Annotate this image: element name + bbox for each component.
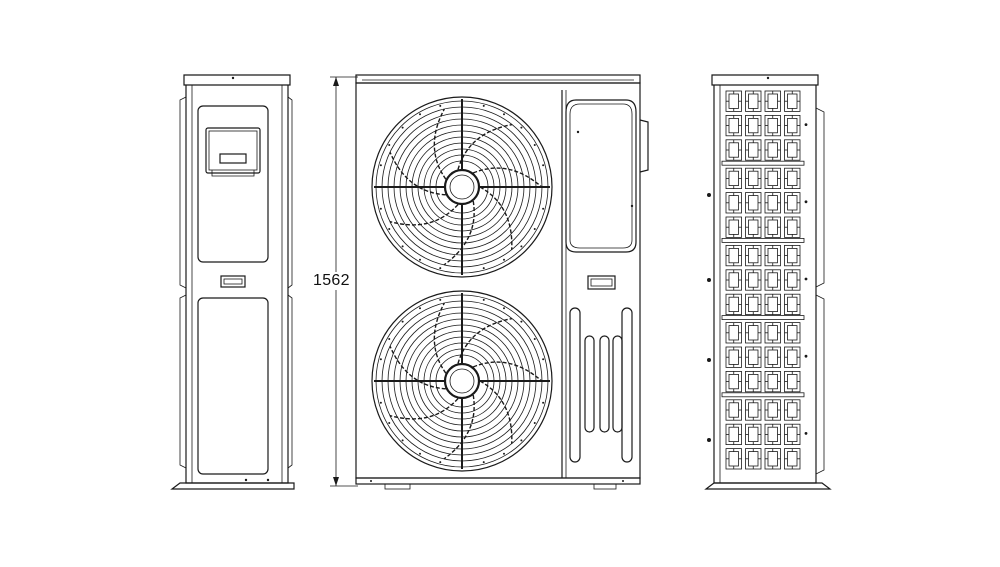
lattice-cell [784,90,801,112]
lattice-cell [725,293,742,316]
lattice-cell [745,448,762,470]
lattice-cell [764,244,781,267]
lattice-cell [764,192,781,214]
lattice-cell [764,423,781,446]
lattice-cell [764,448,781,470]
lattice-cell [784,423,801,446]
lattice-cell [764,167,781,189]
lattice-cell [784,322,801,344]
lattice-cell [784,293,801,316]
lattice-cell [725,370,742,393]
lattice-cell [784,216,801,238]
lattice-cell [745,370,762,393]
lattice-cell [764,399,781,421]
lattice-cell [764,216,781,238]
lattice-cell [764,90,781,112]
lattice-cell [784,139,801,161]
lattice-cell [725,90,742,112]
lattice-cell [745,216,762,238]
lattice-cell [745,346,762,368]
lattice-cell [725,448,742,470]
left-side-view [170,74,295,490]
lattice-cell [764,346,781,368]
lattice-cell [725,244,742,267]
lattice-cell [725,322,742,344]
fan-guard-top [371,96,553,278]
right-side-view [704,74,832,490]
lattice-cell [784,115,801,137]
lattice-cell [725,399,742,421]
lattice-cell [745,293,762,316]
lattice-cell [725,192,742,214]
lattice-cell [784,346,801,368]
lattice-cell [784,370,801,393]
lattice-cell [784,269,801,291]
lattice-cell [784,448,801,470]
lattice-cell [725,115,742,137]
lattice-cell [725,269,742,291]
lattice-cell [745,90,762,112]
lattice-cell [725,346,742,368]
lattice-cell [725,139,742,161]
lattice-cell [745,322,762,344]
fan-guard-bottom [371,290,553,472]
lattice-cell [745,399,762,421]
lattice-cell [745,167,762,189]
lattice-cell [745,139,762,161]
lattice-cell [725,423,742,446]
height-dimension-label: 1562 [312,272,351,290]
lattice-cell [784,399,801,421]
lattice-cell [745,244,762,267]
lattice-cell [784,167,801,189]
lattice-cell [745,423,762,446]
lattice-cell [764,293,781,316]
lattice-cell [725,216,742,238]
lattice-cell [764,115,781,137]
lattice-cell [784,192,801,214]
lattice-cell [745,269,762,291]
lattice-cell [725,167,742,189]
lattice-cell [764,269,781,291]
lattice-cell [764,322,781,344]
lattice-cell [764,370,781,393]
lattice-cell [745,115,762,137]
lattice-cell [784,244,801,267]
front-view [355,74,649,490]
lattice-cell [764,139,781,161]
lattice-cell [745,192,762,214]
